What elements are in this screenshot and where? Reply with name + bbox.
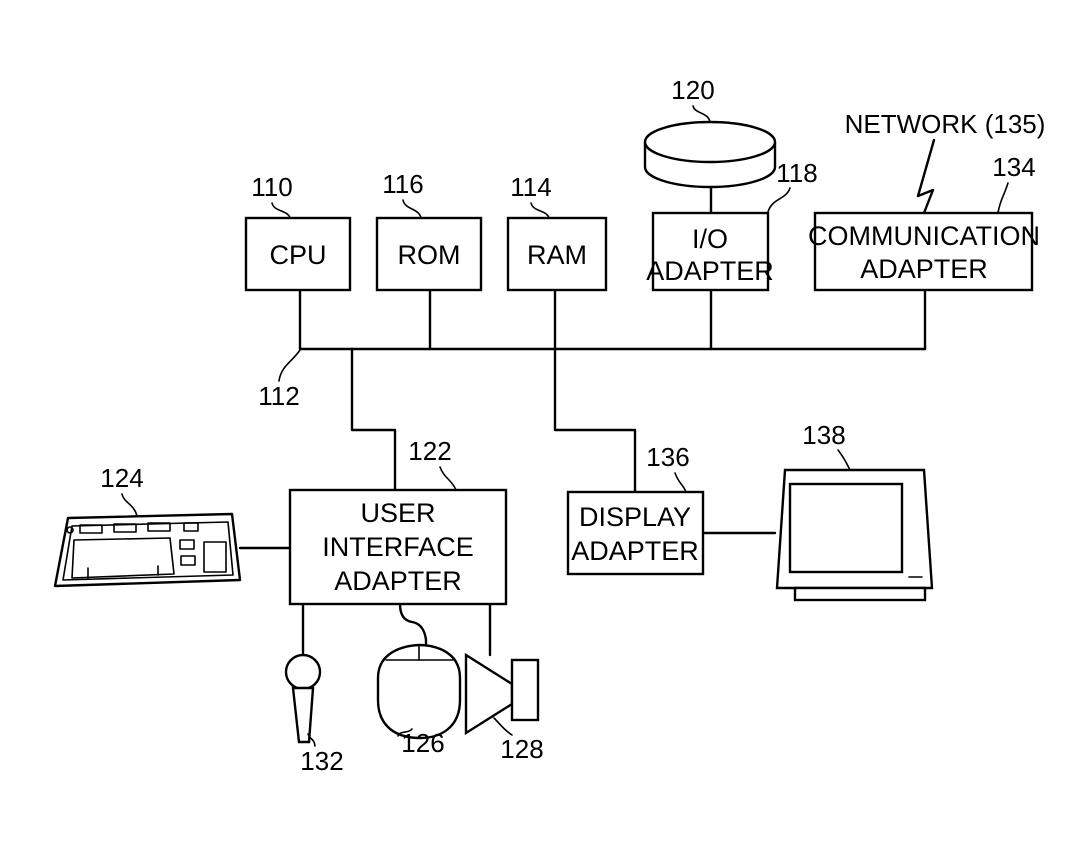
ref-number-display-adapter: 136 (646, 442, 689, 472)
rom-block: ROM (375, 216, 483, 292)
ui-adapter-label-line2: INTERFACE (322, 532, 474, 562)
ref-user-interface-adapter: 122 (408, 436, 457, 491)
ref-io-adapter: 118 (767, 158, 818, 213)
monitor-icon (775, 468, 934, 602)
io-adapter-label-line2: ADAPTER (646, 256, 774, 286)
communication-adapter-label-line2: ADAPTER (860, 254, 988, 284)
ref-microphone: 132 (300, 733, 344, 776)
user-interface-adapter-block: USER INTERFACE ADAPTER (288, 488, 508, 606)
speaker-icon (464, 652, 540, 736)
bus-to-ui-adapter-connector (350, 347, 397, 492)
ram-label: RAM (527, 240, 587, 270)
system-bus (298, 288, 927, 351)
ref-display-adapter: 136 (646, 442, 690, 493)
ref-bus: 112 (258, 349, 301, 411)
network-label: NETWORK (135) (845, 109, 1046, 139)
display-adapter-label-line2: ADAPTER (571, 536, 699, 566)
ui-adapter-label-line1: USER (360, 498, 435, 528)
disk-storage-icon (643, 120, 777, 189)
display-adapter-block: DISPLAY ADAPTER (566, 490, 705, 576)
network-link-icon (916, 138, 936, 215)
ref-rom: 116 (382, 169, 424, 219)
ref-number-keyboard: 124 (100, 463, 143, 493)
io-adapter-label-line1: I/O (692, 224, 728, 254)
communication-adapter-block: COMMUNICATION ADAPTER (808, 211, 1040, 292)
ref-cpu: 110 (251, 172, 293, 219)
ref-number-microphone: 132 (300, 746, 343, 776)
rom-label: ROM (398, 240, 461, 270)
microphone-icon (284, 653, 322, 744)
display-adapter-label-line1: DISPLAY (579, 502, 691, 532)
cpu-label: CPU (269, 240, 326, 270)
io-adapter-block: I/O ADAPTER (646, 211, 774, 292)
ref-number-cpu: 110 (251, 172, 292, 202)
ram-block: RAM (506, 216, 608, 292)
ui-adapter-label-line3: ADAPTER (334, 566, 462, 596)
ref-speaker: 128 (493, 717, 544, 764)
ref-monitor: 138 (802, 420, 851, 471)
ref-number-communication-adapter: 134 (992, 152, 1035, 182)
ref-number-io-adapter: 118 (776, 158, 817, 188)
ref-number-bus: 112 (258, 381, 299, 411)
ref-number-ui-adapter: 122 (408, 436, 451, 466)
ref-number-mouse: 126 (401, 728, 444, 758)
ref-number-rom: 116 (382, 169, 423, 199)
ref-number-disk: 120 (671, 75, 714, 105)
cpu-block: CPU (244, 216, 352, 292)
ref-keyboard: 124 (100, 463, 144, 517)
ref-mouse: 126 (397, 728, 445, 758)
ref-number-ram: 114 (510, 172, 551, 202)
ref-communication-adapter: 134 (992, 152, 1036, 214)
ref-number-speaker: 128 (500, 734, 543, 764)
ref-number-monitor: 138 (802, 420, 845, 450)
ref-ram: 114 (510, 172, 552, 219)
mouse-icon (376, 643, 462, 740)
communication-adapter-label-line1: COMMUNICATION (808, 221, 1040, 251)
mouse-to-ui-connector (398, 602, 428, 657)
keyboard-icon (53, 512, 242, 588)
bus-to-display-adapter-connector (553, 347, 637, 494)
ref-disk: 120 (671, 75, 715, 123)
